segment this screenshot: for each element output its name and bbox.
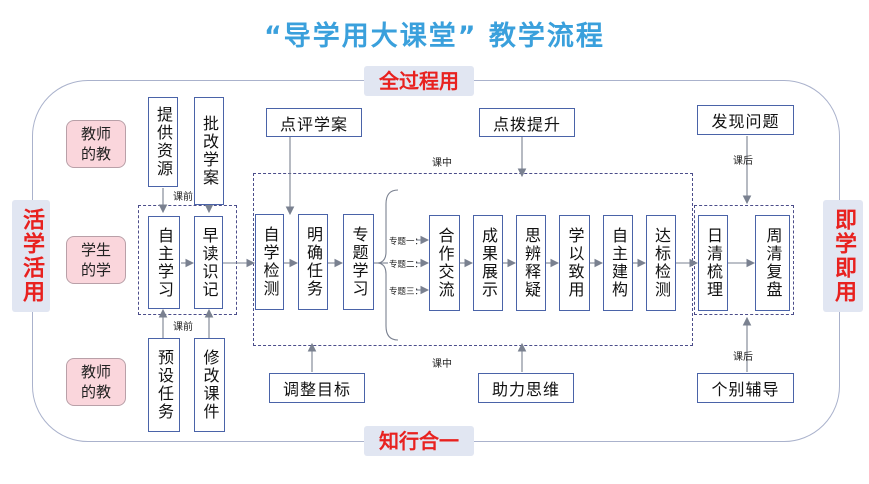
- in-guide-improve: 点拨提升: [479, 108, 575, 137]
- in-apply: 学以致用: [559, 215, 590, 311]
- banner-bottom: 知行合一: [364, 426, 474, 456]
- pre-class-group: [138, 205, 237, 315]
- in-class-label-top: 课中: [432, 158, 452, 169]
- page-title: “导学用大课堂” 教学流程: [264, 21, 605, 52]
- in-class-label-bottom: 课中: [432, 359, 452, 370]
- role-teacher-bottom: 教师的教: [66, 358, 126, 406]
- in-self-test: 自学检测: [255, 214, 284, 310]
- in-topic-study: 专题学习: [343, 214, 374, 310]
- pre-class-label-bottom: 课前: [173, 322, 193, 333]
- after-weekly-review: 周清复盘: [755, 215, 790, 311]
- after-class-label-top: 课后: [733, 156, 753, 167]
- role-teacher-top: 教师的教: [66, 120, 126, 168]
- pre-class-label-top: 课前: [173, 192, 193, 203]
- after-class-label-bottom: 课后: [733, 352, 753, 363]
- topic-label-2: 专题二：: [389, 260, 424, 270]
- in-show-results: 成果展示: [473, 215, 503, 311]
- in-self-construct: 自主建构: [603, 215, 633, 311]
- pre-self-study: 自主学习: [148, 216, 180, 309]
- in-adjust-goals: 调整目标: [269, 373, 365, 403]
- in-comment-worksheet: 点评学案: [266, 108, 362, 137]
- pre-preset-tasks: 预设任务: [148, 338, 180, 432]
- after-individual-tutoring: 个别辅导: [697, 373, 794, 403]
- topic-label-1: 专题一：: [389, 237, 424, 247]
- pre-grade-worksheets: 批改学案: [194, 97, 224, 205]
- after-daily-review: 日清梳理: [698, 215, 728, 311]
- role-teacher-top-label: 教师的教: [80, 125, 111, 163]
- after-find-problems: 发现问题: [697, 105, 794, 135]
- pre-provide-resources: 提供资源: [148, 97, 178, 187]
- in-target-test: 达标检测: [646, 215, 676, 311]
- banner-top: 全过程用: [364, 66, 474, 96]
- role-student: 学生的学: [66, 236, 126, 284]
- in-cooperate: 合作交流: [429, 215, 460, 311]
- role-teacher-bottom-label: 教师的教: [80, 363, 111, 401]
- pre-morning-reading: 早读识记: [194, 216, 223, 309]
- banner-right: 即学即用: [823, 200, 863, 312]
- pre-revise-courseware: 修改课件: [194, 338, 225, 432]
- topic-label-3: 专题三：: [389, 287, 424, 297]
- in-discuss-doubts: 思辨释疑: [516, 215, 546, 311]
- role-student-label: 学生的学: [80, 241, 111, 279]
- in-clarify-task: 明确任务: [298, 214, 328, 310]
- banner-left: 活学活用: [12, 200, 50, 312]
- in-assist-thinking: 助力思维: [478, 373, 574, 403]
